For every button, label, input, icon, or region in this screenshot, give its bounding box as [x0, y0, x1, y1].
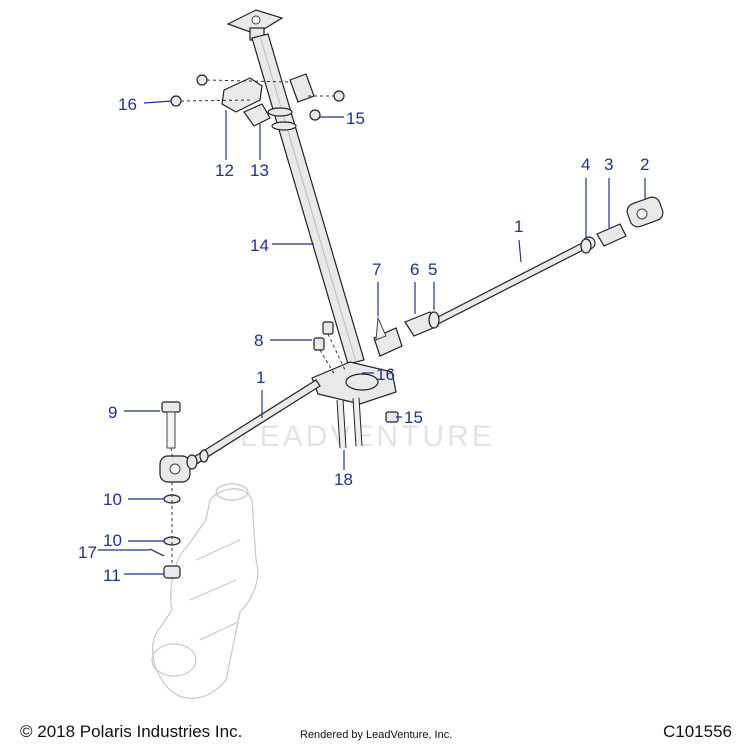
callout-11: 11 — [103, 566, 121, 585]
callout-1-lower: 1 — [256, 368, 265, 387]
rendered-by-text: Rendered by LeadVenture, Inc. — [300, 729, 453, 741]
callout-8: 8 — [254, 331, 263, 350]
callout-3: 3 — [604, 155, 613, 174]
callout-14: 14 — [250, 236, 269, 255]
steering-column — [226, 9, 365, 365]
callout-5: 5 — [428, 260, 437, 279]
callout-10-upper: 10 — [103, 490, 122, 509]
callout-2: 2 — [640, 155, 649, 174]
callout-10-lower: 10 — [103, 531, 122, 550]
figure-id: C101556 — [662, 722, 732, 741]
callout-13: 13 — [250, 161, 269, 180]
footer: © 2018 Polaris Industries Inc. Rendered … — [0, 722, 750, 750]
callout-12: 12 — [215, 161, 234, 180]
tie-rod-right — [373, 196, 664, 357]
callout-15-upper: 15 — [346, 109, 365, 128]
callout-4: 4 — [581, 155, 590, 174]
copyright-text: © 2018 Polaris Industries Inc. — [20, 722, 243, 741]
callout-15-lower: 15 — [404, 408, 423, 427]
callout-17: 17 — [78, 543, 97, 562]
column-clamps — [170, 73, 345, 127]
callout-9: 9 — [108, 403, 117, 422]
steering-base — [311, 321, 399, 449]
watermark: LEADVENTURE — [240, 420, 495, 453]
callout-1-upper: 1 — [514, 217, 523, 236]
callout-16-lower: 16 — [376, 365, 395, 384]
callout-6: 6 — [410, 260, 419, 279]
callout-7: 7 — [372, 260, 381, 279]
steering-knuckle — [149, 482, 259, 699]
callout-16-upper: 16 — [118, 95, 137, 114]
tie-rod-left — [159, 379, 321, 483]
callout-18: 18 — [334, 470, 353, 489]
